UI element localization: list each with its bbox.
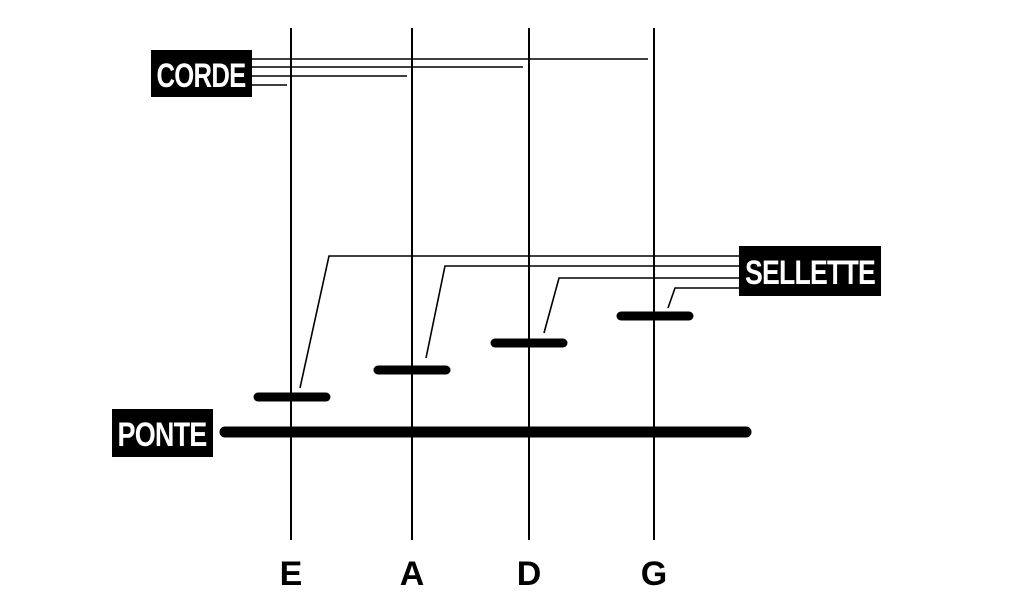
sellette-leader-e xyxy=(299,255,740,389)
sellette-leader-g xyxy=(667,287,740,309)
sellette-label-box xyxy=(739,246,881,296)
sellette-leader-d xyxy=(543,277,740,334)
saddles xyxy=(253,311,694,402)
strings xyxy=(290,28,655,540)
corde-leaders xyxy=(252,58,648,86)
sellette-leader-a xyxy=(425,265,740,359)
ponte-label-text: PONTE xyxy=(118,416,207,454)
corde-label-box xyxy=(151,50,252,97)
corde-label-text: CORDE xyxy=(157,57,246,95)
sellette-label-text: SELLETTE xyxy=(745,254,875,292)
ponte-label-box xyxy=(112,409,213,457)
string-name-g: G xyxy=(641,555,667,593)
sellette-label: SELLETTE xyxy=(739,246,881,296)
string-name-e: E xyxy=(280,555,303,593)
sellette-leaders xyxy=(299,255,740,389)
corde-label: CORDE xyxy=(151,50,252,97)
ponte-label: PONTE xyxy=(112,409,213,457)
string-names: E A D G xyxy=(280,555,668,593)
string-name-a: A xyxy=(400,555,425,593)
string-name-d: D xyxy=(517,555,542,593)
